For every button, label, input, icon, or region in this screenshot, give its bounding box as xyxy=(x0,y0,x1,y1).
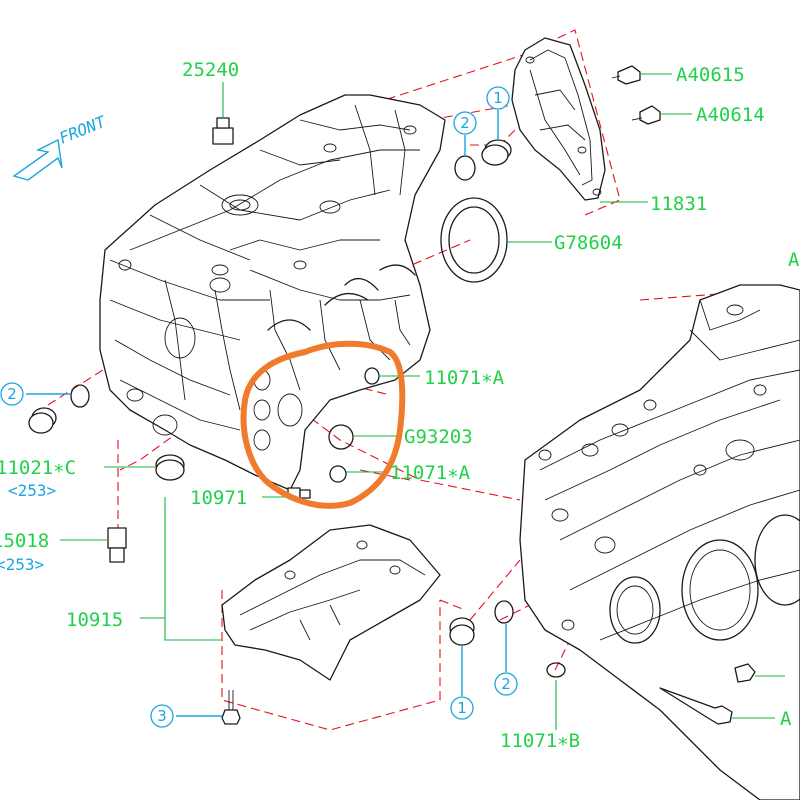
o-ring-11071a-mid xyxy=(329,465,347,483)
callout-2-bottom-text: 2 xyxy=(501,675,511,693)
plug-11021c xyxy=(155,454,185,481)
part-15018-ref: <253> xyxy=(0,555,44,574)
part-11071b[interactable]: 11071∗B xyxy=(500,730,580,752)
o-ring-left xyxy=(70,384,90,408)
part-11071a-mid[interactable]: 11071∗A xyxy=(390,462,471,484)
oil-baffle-plate xyxy=(221,524,441,681)
right-cylinder-block xyxy=(519,284,800,800)
plug-bottom xyxy=(449,617,475,646)
callout-3: 3 xyxy=(150,704,174,728)
callout-1-top: 1 xyxy=(486,86,510,110)
part-11831[interactable]: 11831 xyxy=(650,193,707,215)
leader-lines xyxy=(60,73,785,730)
part-g93203[interactable]: G93203 xyxy=(404,426,473,448)
callout-leaders xyxy=(26,110,507,717)
callout-2-top: 2 xyxy=(453,111,477,135)
seal-11071b xyxy=(546,662,566,678)
callout-2-left: 2 xyxy=(0,382,24,406)
part-a-right-top[interactable]: A xyxy=(788,249,800,271)
callout-1-bottom-text: 1 xyxy=(457,699,467,717)
left-cylinder-block xyxy=(99,94,446,491)
rear-oil-seal xyxy=(440,197,508,283)
part-10971[interactable]: 10971 xyxy=(190,487,247,509)
oil-separator-cover xyxy=(511,37,606,201)
o-ring-g93203 xyxy=(328,424,354,450)
callout-2-top-text: 2 xyxy=(460,114,470,132)
front-direction-arrow-icon xyxy=(12,138,63,181)
part-10915[interactable]: 10915 xyxy=(66,609,123,631)
part-11021c[interactable]: 11021∗C xyxy=(0,457,76,479)
part-11021c-ref: <253> xyxy=(8,481,56,500)
plug-left xyxy=(28,407,57,434)
part-a40615[interactable]: A40615 xyxy=(676,64,745,86)
callout-2-left-text: 2 xyxy=(7,385,17,403)
part-a40614[interactable]: A40614 xyxy=(696,104,765,126)
part-g78604[interactable]: G78604 xyxy=(554,232,623,254)
bolt-a40615 xyxy=(611,65,641,85)
front-label: FRONT xyxy=(56,112,109,148)
plug-top xyxy=(481,139,512,166)
part-15018[interactable]: 15018 xyxy=(0,530,49,552)
part-a-right-bottom[interactable]: A xyxy=(780,708,792,730)
callout-1-top-text: 1 xyxy=(493,89,503,107)
bolt-callout-3 xyxy=(221,690,241,725)
o-ring-bottom xyxy=(494,600,514,624)
part-25240[interactable]: 25240 xyxy=(182,59,239,81)
fitting-15018 xyxy=(107,527,127,563)
callout-3-text: 3 xyxy=(157,707,167,725)
o-ring-top xyxy=(454,155,476,181)
callout-2-bottom: 2 xyxy=(494,672,518,696)
highlight-circle-annotation xyxy=(240,340,406,509)
callout-1-bottom: 1 xyxy=(450,696,474,720)
block-bearing-cradles xyxy=(267,264,416,331)
bolt-a40614 xyxy=(631,105,661,125)
part-11071a-top[interactable]: 11071∗A xyxy=(424,367,505,389)
oil-pressure-switch xyxy=(212,117,234,145)
bolt-right-lower xyxy=(659,663,756,725)
